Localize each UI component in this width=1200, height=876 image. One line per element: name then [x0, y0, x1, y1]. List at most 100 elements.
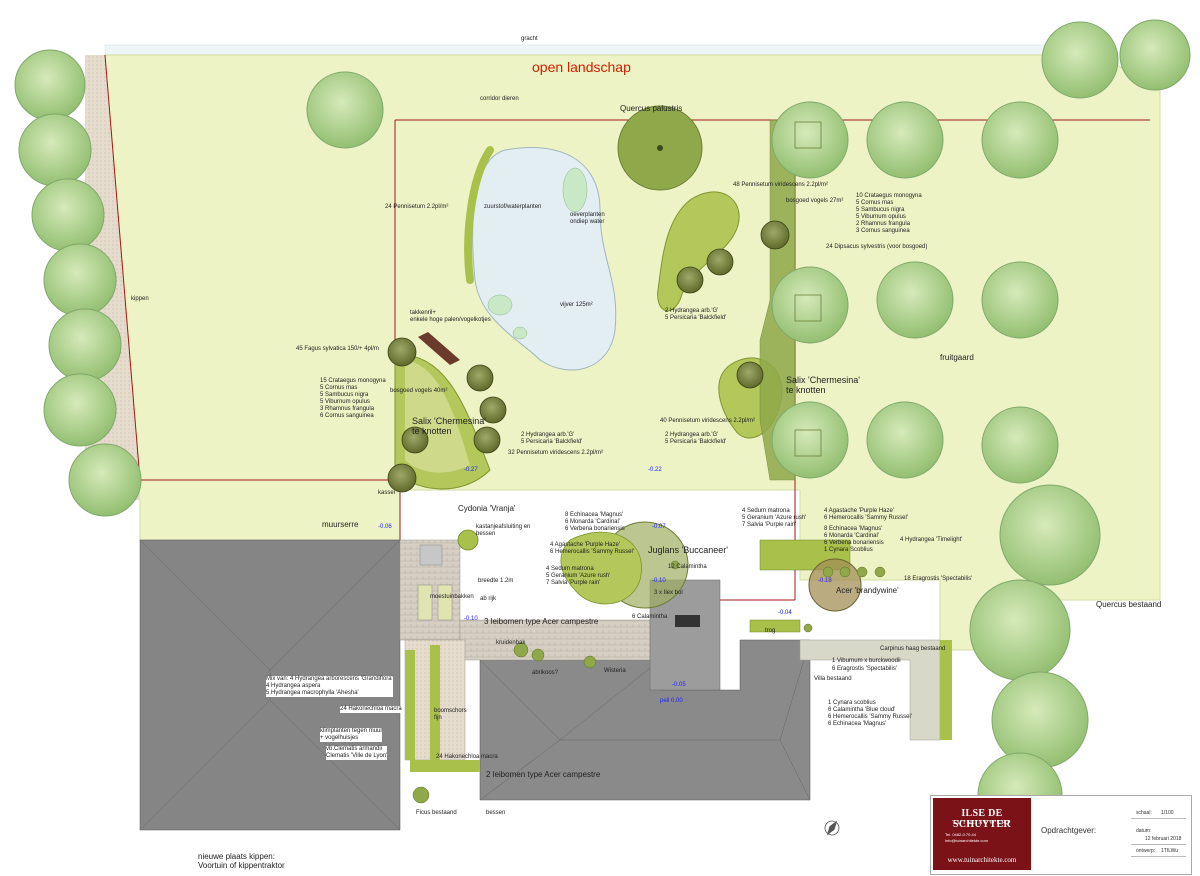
label-kippen: kippen: [131, 296, 149, 302]
brand-mail: info@tuinarchitekte.com: [945, 838, 988, 843]
patio-table: [675, 615, 700, 627]
schaal-label: schaal:: [1136, 810, 1152, 816]
label-abrikoos: abrikoos?: [532, 670, 559, 676]
datum-label: datum:: [1136, 828, 1152, 834]
opdrachtgever-label: Opdrachtgever:: [1041, 826, 1097, 835]
veg-bed: [419, 544, 443, 566]
label-hydrangea-timelight: 4 Hydrangea 'Timelight': [900, 537, 963, 543]
label-zuurstof: zuurstof/waterplanten: [484, 204, 542, 210]
ontwerp-value: 1TILWu: [1161, 848, 1179, 854]
label-bosgoed-40: bosgoed vogels 40m²: [390, 388, 448, 394]
label-pennisetum-40: 40 Pennisetum viridescens 2.2pl/m²: [660, 418, 756, 424]
label-kassei: kassei: [378, 490, 396, 496]
level-mark: -0.10: [464, 616, 478, 622]
label-calamintha-12: 12 Calamintha: [668, 564, 707, 570]
label-hakonechloa-bottom: 24 Hakonechloa macra: [436, 754, 498, 760]
label-nieuwe-kippen: nieuwe plaats kippen: Voortuin of kippen…: [198, 852, 285, 870]
shrub-group: [387, 220, 790, 493]
label-left-mix-3: 5 Sambucus nigra: [320, 392, 369, 398]
cydonia-tree: [457, 529, 479, 551]
brand-name: ILSE DE SCHUYTER: [953, 808, 1011, 830]
level-mark: -0.18: [818, 578, 832, 584]
label-hakonechloa-top: 24 Hakonechloa macra: [340, 706, 402, 713]
label-ilex: 3 x Ilex bol: [654, 590, 683, 596]
ontwerp-label: ontwerp:: [1136, 848, 1156, 854]
label-open-landschap: open landschap: [532, 59, 631, 75]
level-mark: -0.22: [648, 467, 662, 473]
brand-web: www.tuinarchitekte.com: [947, 856, 1017, 864]
level-mark: -0.27: [464, 467, 478, 473]
label-carpinus: Carpinus haag bestaand: [880, 646, 946, 652]
title-block: ILSE DE SCHUYTER TUINONTWERP Tel. 0482-0…: [930, 795, 1192, 875]
veg-bed: [437, 584, 453, 621]
label-klimplanten: klimplanten tegen muur + vogelhuisjes: [320, 728, 383, 742]
label-juglans: Juglans 'Buccaneer': [648, 545, 728, 555]
label-mix-5: 2 Rhamnus frangula: [856, 221, 911, 227]
hakonechloa-bed: [410, 760, 480, 772]
level-mark: -0.10: [652, 578, 666, 584]
label-eragrostis-6: 6 Eragrostis 'Spectabilis': [832, 666, 897, 672]
label-left-mix-2: 5 Cornus mas: [320, 385, 358, 391]
label-kruidenbak: kruidenbak: [496, 640, 526, 646]
label-left-mix-1: 15 Crataegus monogyna: [320, 378, 386, 384]
label-calamintha-6: 6 Calamintha: [632, 614, 668, 620]
label-salix-right: Salix 'Chermesina' te knotten: [786, 375, 860, 395]
label-viburnum: 1 Viburnum x burckwoodii: [832, 658, 901, 664]
veg-bed: [417, 584, 433, 621]
label-muurserre: muurserre: [322, 520, 359, 529]
planting-strip: [749, 619, 801, 633]
label-gracht: gracht: [521, 36, 538, 42]
label-left-mix-4: 5 Viburnum opulus: [320, 399, 370, 405]
tree-group: [14, 19, 1191, 838]
level-mark: -0.04: [778, 610, 792, 616]
terrace-paving: [459, 619, 651, 661]
label-cydonia: Cydonia 'Vranja': [458, 504, 516, 513]
canal: [104, 44, 1091, 56]
label-agastache-block: 4 Agastache 'Purple Haze' 6 Hemerocallis…: [550, 542, 634, 555]
planting-strip: [759, 539, 851, 571]
label-mix-1: 10 Crataegus monogyna: [856, 193, 922, 199]
label-hydrangea-lower-right: 2 Hydrangea arb.'G' 5 Persicaria 'Balckf…: [665, 432, 727, 445]
label-mix-2: 5 Cornus mas: [856, 200, 894, 206]
label-hydrangea-center: 2 Hydrangea arb.'G' 5 Persicaria 'Balckf…: [521, 432, 583, 445]
water-plant: [562, 167, 588, 213]
label-boomschors: boomschors fijn: [434, 708, 467, 721]
label-eragrostis-18: 18 Eragrostis 'Spectabilis': [904, 576, 973, 582]
label-oeverplanten: oeverplanten ondiep water: [570, 212, 605, 225]
water-plant: [512, 326, 528, 340]
north-arrow: [824, 820, 840, 836]
label-pennisetum-left: 24 Pennisetum 2.2pl/m²: [385, 204, 449, 210]
label-moestuin: moestuinbakken: [430, 594, 474, 600]
level-mark: -0.05: [672, 682, 686, 688]
hakonechloa-bed: [405, 650, 415, 760]
hedge-strip: [940, 640, 952, 740]
label-corridor: corridor dieren: [480, 96, 519, 102]
label-ficus: Ficus bestaand: [416, 810, 457, 816]
label-fagus: 45 Fagus sylvatica 150/+ 4pl/m: [296, 346, 379, 352]
label-vijver: vijver 125m²: [560, 302, 593, 308]
brand-tel: Tel. 0482-0.70.44: [945, 832, 976, 837]
label-mix-3: 5 Sambucus nigra: [856, 207, 905, 213]
datum-value: 12 februari 2018: [1145, 836, 1182, 842]
label-left-mix-6: 6 Cornus sanguinea: [320, 413, 374, 419]
label-leibomen-top: 3 leibomen type Acer campestre: [484, 617, 599, 626]
label-acer-brandywine: Acer 'brandywine': [836, 586, 899, 595]
label-mix-4: 5 Viburnum opulus: [856, 214, 906, 220]
hakonechloa-bed: [430, 645, 440, 765]
label-pennisetum-center: 32 Pennisetum viridescens 2.2pl/m²: [508, 450, 604, 456]
schaal-value: 1/100: [1161, 810, 1174, 816]
label-villa: Villa bestaand: [814, 676, 852, 682]
label-bosgoed-27: bosgoed vogels 27m²: [786, 198, 844, 204]
level-mark: -0.06: [378, 524, 392, 530]
label-mix-6: 3 Cornus sanguinea: [856, 228, 910, 234]
label-left-mix-5: 3 Rhamnus frangula: [320, 406, 375, 412]
label-salix-left: Salix 'Chermesina' te knotten: [412, 416, 486, 436]
label-trog: trog: [765, 628, 776, 634]
label-leibomen-bottom: 2 leibomen type Acer campestre: [486, 770, 601, 779]
brand-sub: TUINONTWERP: [952, 820, 1012, 826]
brush-pile: [418, 332, 460, 365]
acer-tree: [808, 558, 862, 612]
label-breedte: breedte 1.2m: [478, 578, 514, 584]
label-hydrangea-mid-right: 2 Hydrangea arb.'G' 5 Persicaria 'Balckf…: [665, 308, 727, 321]
